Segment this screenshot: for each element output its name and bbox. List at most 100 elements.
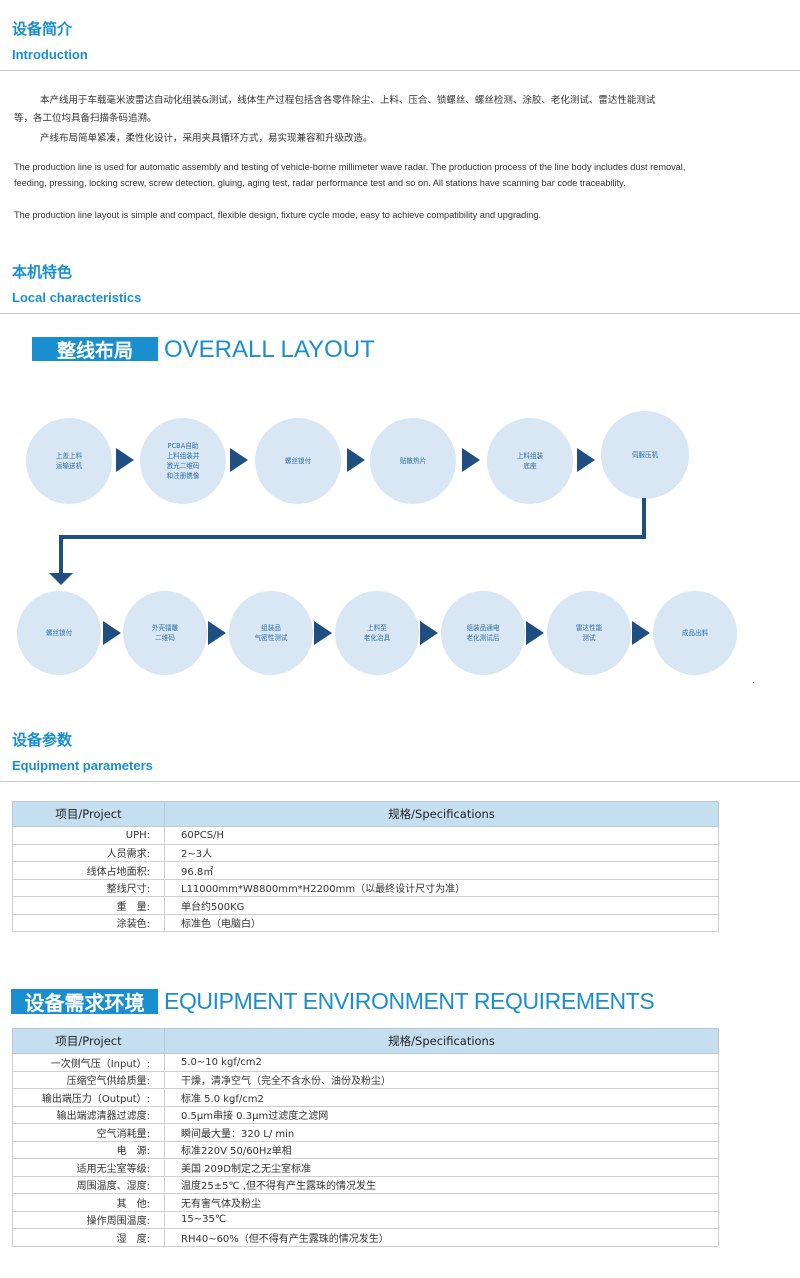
flow-connector [59, 535, 646, 539]
table-cell-project: 操作周围温度: [12, 1210, 165, 1229]
flow-arrow-icon [208, 621, 226, 645]
table-row: 其 他:无有害气体及粉尘 [12, 1193, 719, 1212]
flow-arrow-icon [462, 448, 480, 472]
table-cell-specification: 干燥，清净空气（完全不含水份、油份及粉尘） [164, 1070, 719, 1089]
table-row: 操作周围温度:15~35℃ [12, 1210, 719, 1229]
table-cell-specification: 标准220V 50/60Hz单相 [164, 1140, 719, 1159]
table-row: 湿 度:RH40~60%（但不得有产生露珠的情况发生） [12, 1228, 719, 1247]
table-row: 输出端滤清器过滤度:0.5μm串接 0.3μm过滤度之滤网 [12, 1105, 719, 1124]
flow-node: 组装品通电 老化测试后 [441, 591, 525, 675]
features-title-en: Local characteristics [12, 290, 142, 305]
section-divider [0, 70, 800, 71]
intro-title-cn: 设备简介 [12, 20, 73, 38]
table-row: 人员需求:2~3人 [12, 843, 719, 862]
table-header-row: 项目/Project 规格/Specifications [12, 1028, 719, 1054]
section-divider [0, 313, 800, 314]
table-cell-specification: 0.5μm串接 0.3μm过滤度之滤网 [164, 1105, 719, 1124]
flow-node: 上料组装 底座 [487, 418, 573, 504]
intro-cn-paragraph-2: 产线布局简单紧凑，柔性化设计，采用夹具循环方式，易实现兼容和升级改造。 [40, 133, 373, 144]
flow-connector [642, 498, 646, 538]
table-row: 一次侧气压（Input）:5.0~10 kgf/cm2 [12, 1053, 719, 1072]
flow-node: 成品出料 [653, 591, 737, 675]
features-title-cn: 本机特色 [12, 263, 73, 281]
flow-arrow-down-icon [49, 573, 73, 585]
table-cell-project: 输出端压力（Output）: [12, 1088, 165, 1107]
flow-node: 伺服压机 [601, 411, 689, 499]
flow-node: 组装品 气密性测试 [229, 591, 313, 675]
table-cell-specification: 60PCS/H [164, 826, 719, 845]
env-table: 项目/Project 规格/Specifications 一次侧气压（Input… [12, 1028, 719, 1247]
section-divider [0, 781, 800, 782]
env-banner-en: EQUIPMENT ENVIRONMENT REQUIREMENTS [164, 988, 655, 1014]
flow-arrow-icon [347, 448, 365, 472]
table-cell-specification: 标准色（电脑白） [164, 913, 719, 932]
table-cell-specification: 标准 5.0 kgf/cm2 [164, 1088, 719, 1107]
table-cell-specification: RH40~60%（但不得有产生露珠的情况发生） [164, 1228, 719, 1247]
table-cell-specification: 单台约500KG [164, 896, 719, 915]
table-cell-project: 整线尺寸: [12, 878, 165, 897]
flow-arrow-icon [230, 448, 248, 472]
layout-banner-en: OVERALL LAYOUT [164, 336, 375, 363]
table-row: 线体占地面积:96.8㎡ [12, 861, 719, 880]
flow-arrow-icon [632, 621, 650, 645]
flow-arrow-icon [103, 621, 121, 645]
table-cell-specification: 无有害气体及粉尘 [164, 1193, 719, 1212]
table-cell-project: 一次侧气压（Input）: [12, 1053, 165, 1072]
table-cell-project: 压缩空气供给质量: [12, 1070, 165, 1089]
flow-node: 上料至 老化治具 [335, 591, 419, 675]
table-header-project: 项目/Project [12, 801, 165, 827]
flow-node: PCBA自助 上料组装并 激光二维码 和注册镌像 [140, 418, 226, 504]
table-row: 适用无尘室等级:美国 209D制定之无尘室标准 [12, 1158, 719, 1177]
table-cell-project: 湿 度: [12, 1228, 165, 1247]
flow-node: 外壳镭雕 二维码 [123, 591, 207, 675]
table-row: 电 源:标准220V 50/60Hz单相 [12, 1140, 719, 1159]
table-row: 压缩空气供给质量:干燥，清净空气（完全不含水份、油份及粉尘） [12, 1070, 719, 1089]
table-cell-project: 空气消耗量: [12, 1123, 165, 1142]
params-title-en: Equipment parameters [12, 758, 153, 773]
table-cell-project: 线体占地面积: [12, 861, 165, 880]
flow-arrow-icon [526, 621, 544, 645]
flow-node: 上盖上料 运输送机 [26, 418, 112, 504]
table-cell-project: 周围温度、湿度: [12, 1175, 165, 1194]
table-row: 输出端压力（Output）:标准 5.0 kgf/cm2 [12, 1088, 719, 1107]
flow-node: 螺丝锁付 [255, 418, 341, 504]
table-row: 整线尺寸:L11000mm*W8800mm*H2200mm（以最终设计尺寸为准） [12, 878, 719, 897]
flow-node: 贴散热片 [370, 418, 456, 504]
table-cell-specification: L11000mm*W8800mm*H2200mm（以最终设计尺寸为准） [164, 878, 719, 897]
table-cell-project: 电 源: [12, 1140, 165, 1159]
flow-arrow-icon [420, 621, 438, 645]
table-header-row: 项目/Project 规格/Specifications [12, 801, 719, 827]
table-row: 周围温度、湿度:温度25±5℃ ,但不得有产生露珠的情况发生 [12, 1175, 719, 1194]
intro-en-paragraph-1: The production line is used for automati… [14, 162, 686, 188]
table-cell-project: 人员需求: [12, 843, 165, 862]
layout-banner-cn: 整线布局 [32, 337, 158, 362]
table-cell-specification: 15~35℃ [164, 1210, 719, 1229]
params-title-cn: 设备参数 [12, 731, 73, 749]
table-cell-project: 涂装色: [12, 913, 165, 932]
flow-node: 螺丝锁付 [17, 591, 101, 675]
table-row: 重 量:单台约500KG [12, 896, 719, 915]
intro-en-paragraph-2: The production line layout is simple and… [14, 210, 542, 220]
table-header-specifications: 规格/Specifications [164, 1028, 719, 1054]
table-row: 空气消耗量:瞬间最大量：320 L/ min [12, 1123, 719, 1142]
table-cell-project: UPH: [12, 826, 165, 845]
params-table: 项目/Project 规格/Specifications UPH:60PCS/H… [12, 801, 719, 932]
table-cell-project: 输出端滤清器过滤度: [12, 1105, 165, 1124]
flow-arrow-icon [116, 448, 134, 472]
table-row: UPH:60PCS/H [12, 826, 719, 845]
table-cell-specification: 美国 209D制定之无尘室标准 [164, 1158, 719, 1177]
table-cell-project: 其 他: [12, 1193, 165, 1212]
flow-connector [59, 535, 63, 573]
table-header-project: 项目/Project [12, 1028, 165, 1054]
table-row: 涂装色:标准色（电脑白） [12, 913, 719, 932]
table-cell-specification: 瞬间最大量：320 L/ min [164, 1123, 719, 1142]
table-cell-project: 重 量: [12, 896, 165, 915]
intro-cn-paragraph-1: 本产线用于车载毫米波雷达自动化组装&测试，线体生产过程包括含各零件除尘、上料、压… [14, 95, 656, 124]
env-banner-cn: 设备需求环境 [11, 989, 158, 1015]
table-cell-specification: 96.8㎡ [164, 861, 719, 880]
table-cell-specification: 5.0~10 kgf/cm2 [164, 1053, 719, 1072]
table-cell-specification: 2~3人 [164, 843, 719, 862]
flow-arrow-icon [314, 621, 332, 645]
table-cell-project: 适用无尘室等级: [12, 1158, 165, 1177]
flow-arrow-icon [577, 448, 595, 472]
